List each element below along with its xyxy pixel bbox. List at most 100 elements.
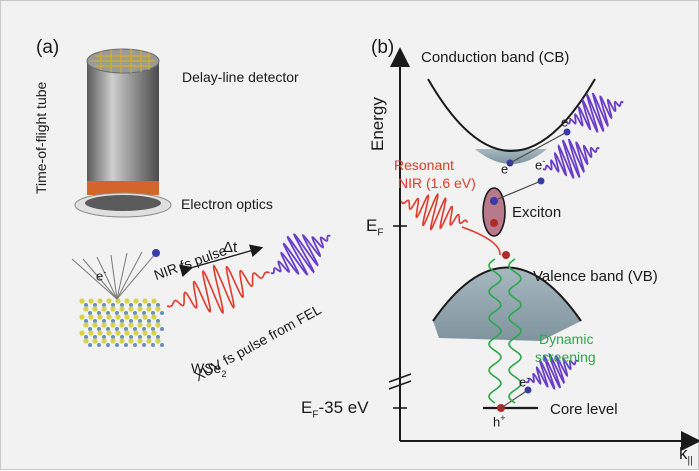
selenium-atom (142, 314, 148, 320)
selenium-atom (124, 298, 130, 304)
k-axis-label: k|| (679, 444, 693, 467)
core-photoemission-line (500, 389, 529, 409)
tungsten-atom (142, 311, 146, 315)
valence-band-label: Valence band (VB) (533, 268, 658, 285)
photoelectron-ray (71, 258, 118, 300)
tungsten-atom (106, 327, 110, 331)
ef35-label: EF-35 eV (301, 398, 369, 421)
tungsten-atom (111, 303, 115, 307)
tungsten-atom (142, 343, 146, 347)
tof-tube-body (87, 61, 159, 191)
dynamic-screening-label-2: screening (535, 349, 596, 365)
tungsten-atom (111, 319, 115, 323)
exciton-label: Exciton (512, 204, 562, 221)
electron-label-a: e- (96, 267, 107, 284)
nir-pulse (166, 264, 270, 315)
xuv-pulse-core (525, 353, 579, 390)
tof-tube-label: Time-of-flight tube (33, 81, 49, 194)
selenium-atom (106, 330, 112, 336)
cb-electron-label: e- (501, 160, 512, 177)
tungsten-atom (120, 335, 124, 339)
tungsten-atom (129, 319, 133, 323)
xuv-pulse-exciton (542, 139, 600, 179)
selenium-atom (115, 298, 121, 304)
cb-emitted-electron (563, 128, 571, 136)
xuv-pulse-a (270, 233, 331, 276)
exciton-ellipse (482, 187, 506, 237)
tungsten-atom (93, 303, 97, 307)
selenium-atom (88, 330, 94, 336)
photoelectron-ray (110, 254, 118, 300)
photoelectron-ray (116, 251, 143, 300)
tungsten-atom (120, 319, 124, 323)
tungsten-atom (97, 311, 101, 315)
tungsten-atom (129, 303, 133, 307)
exciton-hole (490, 219, 498, 227)
selenium-atom (83, 322, 89, 328)
tungsten-atom (151, 311, 155, 315)
tungsten-atom (115, 311, 119, 315)
vb-hole (502, 251, 510, 259)
axis-break-1 (388, 373, 412, 383)
cb-emitted-electron-label: e- (561, 113, 572, 130)
exciton-emitted-electron-label: e- (535, 156, 546, 173)
tungsten-atom (124, 343, 128, 347)
tungsten-atom (106, 343, 110, 347)
selenium-atom (119, 322, 125, 328)
selenium-atom (115, 330, 121, 336)
tungsten-atom (138, 303, 142, 307)
tungsten-atom (88, 311, 92, 315)
tungsten-atom (138, 319, 142, 323)
tungsten-atom (129, 335, 133, 339)
tungsten-atom (93, 319, 97, 323)
core-emitted-electron-label: e- (519, 373, 530, 390)
selenium-atom (133, 314, 139, 320)
resonant-label-1: Resonant (394, 157, 454, 173)
tungsten-atom (124, 311, 128, 315)
selenium-atom (79, 298, 85, 304)
wse2-sample (79, 298, 164, 347)
selenium-atom (106, 314, 112, 320)
photoelectron-ray (82, 258, 118, 300)
selenium-atom (110, 306, 116, 312)
selenium-atom (92, 306, 98, 312)
selenium-atom (155, 322, 161, 328)
delay-label: Δt (223, 239, 238, 256)
conduction-band-curve (427, 78, 596, 152)
selenium-atom (101, 306, 107, 312)
selenium-atom (128, 338, 134, 344)
selenium-atom (83, 306, 89, 312)
tungsten-atom (133, 327, 137, 331)
tungsten-atom (124, 327, 128, 331)
tungsten-atom (106, 311, 110, 315)
selenium-atom (110, 322, 116, 328)
selenium-atom (101, 338, 107, 344)
selenium-atom (142, 298, 148, 304)
selenium-atom (79, 314, 85, 320)
tungsten-atom (133, 343, 137, 347)
selenium-atom (124, 330, 130, 336)
exciton-photoemission-line (497, 180, 542, 200)
ef-label: EF (366, 216, 384, 239)
axis-break-2 (388, 380, 412, 390)
selenium-atom (79, 330, 85, 336)
selenium-atom (137, 322, 143, 328)
selenium-atom (137, 306, 143, 312)
tungsten-atom (160, 327, 164, 331)
selenium-atom (119, 306, 125, 312)
tungsten-atom (97, 343, 101, 347)
tungsten-atom (88, 327, 92, 331)
selenium-atom (97, 330, 103, 336)
selenium-atom (128, 322, 134, 328)
tungsten-atom (147, 319, 151, 323)
detector-grid (91, 49, 155, 73)
tungsten-atom (138, 335, 142, 339)
tungsten-atom (111, 335, 115, 339)
selenium-atom (88, 314, 94, 320)
screening-wave-right (508, 258, 522, 404)
tungsten-atom (115, 343, 119, 347)
selenium-atom (155, 338, 161, 344)
energy-axis-label: Energy (368, 97, 387, 151)
tungsten-atom (93, 335, 97, 339)
core-level-label: Core level (550, 401, 618, 418)
